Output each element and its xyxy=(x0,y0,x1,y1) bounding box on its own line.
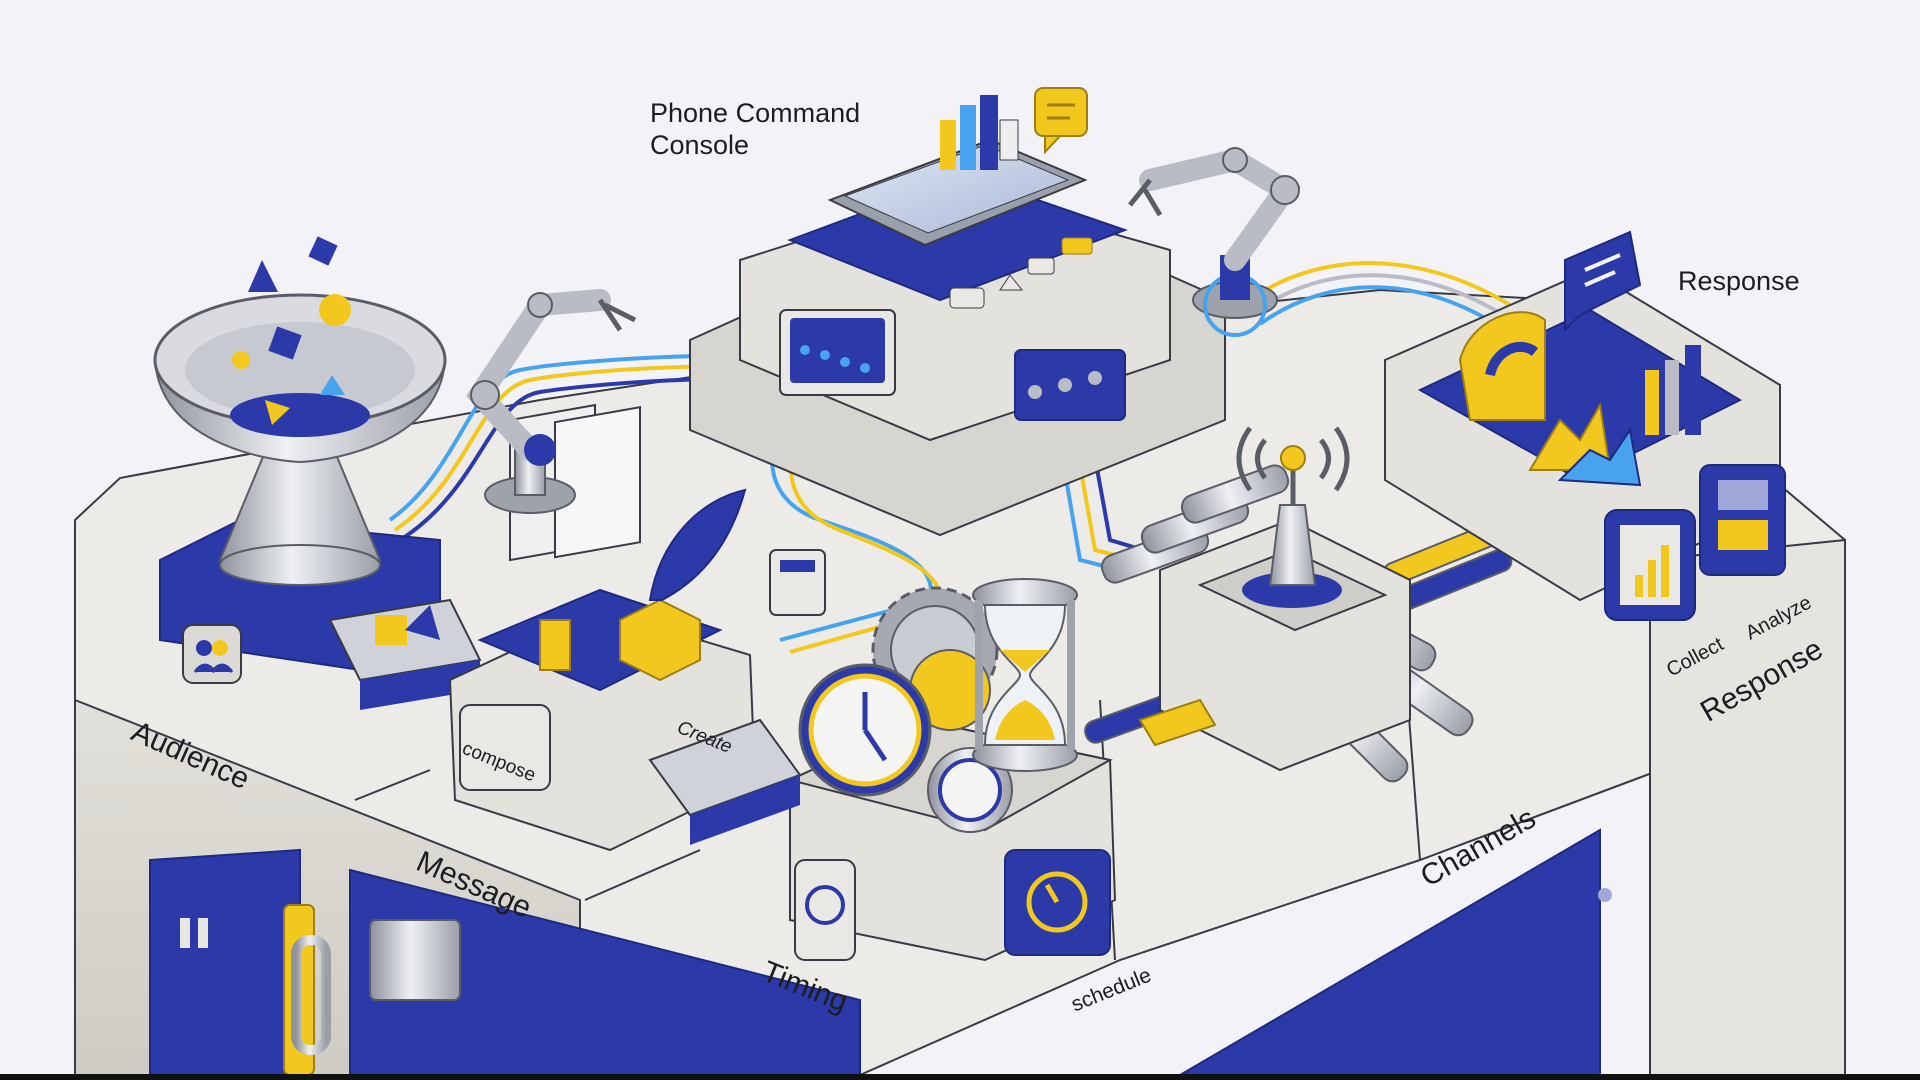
antenna-icon xyxy=(1236,426,1350,586)
conveyor-2 xyxy=(648,549,826,845)
conveyor-1 xyxy=(328,598,482,710)
people-icon xyxy=(182,624,242,684)
timing-module xyxy=(787,578,1117,962)
robot-arm-icon-2 xyxy=(1128,147,1301,337)
robot-arm-icon xyxy=(466,289,637,514)
quill-icon xyxy=(648,488,747,601)
phone-console xyxy=(689,87,1226,537)
response-top-label: Response xyxy=(1678,266,1800,296)
clock-icon xyxy=(798,663,1013,833)
phone-console-label: Phone Command Console xyxy=(650,98,861,160)
chat-bubble-icon xyxy=(1034,87,1088,155)
response-module xyxy=(1384,230,1786,621)
charts-icon xyxy=(1458,311,1701,487)
bottom-border xyxy=(0,1074,1920,1080)
file-cabinet-icon xyxy=(1699,464,1786,576)
gears-icon xyxy=(871,586,999,731)
hourglass-icon xyxy=(972,578,1078,772)
phone-icon xyxy=(827,95,1088,247)
chat-bubble-icon-2 xyxy=(1564,230,1642,333)
